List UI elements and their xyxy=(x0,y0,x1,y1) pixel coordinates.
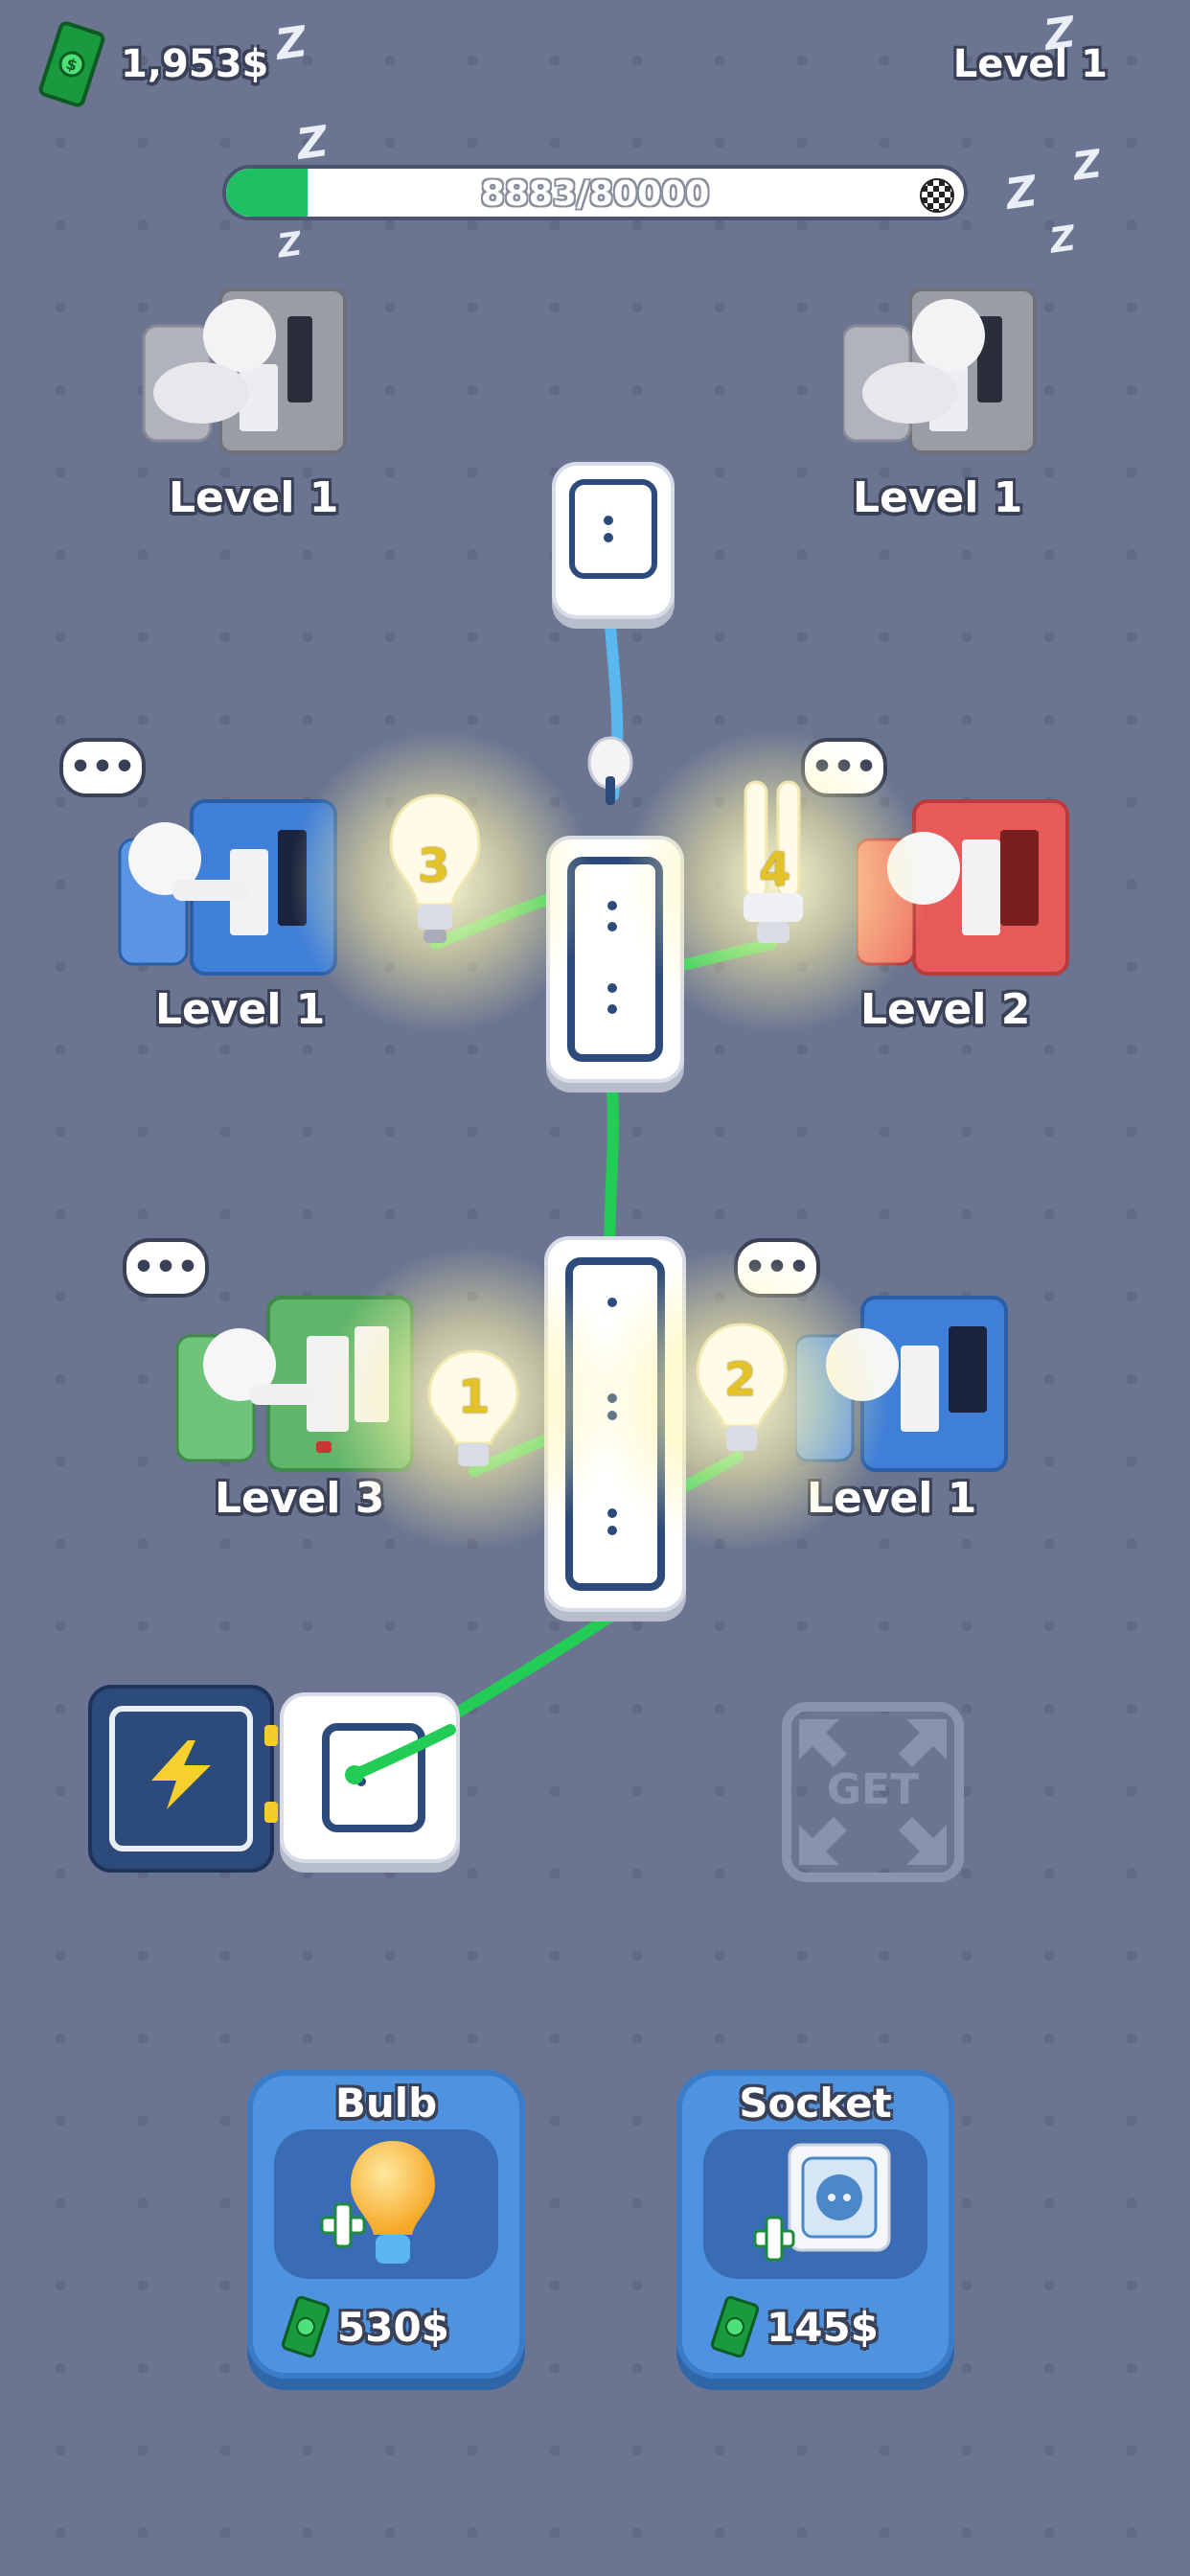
desk-level-label: Level 1 xyxy=(853,473,1023,522)
bulb-icon[interactable] xyxy=(425,1347,521,1472)
socket-price: 145$ xyxy=(767,2303,879,2351)
worker-head-icon xyxy=(203,299,276,372)
worker-head-icon xyxy=(203,1328,276,1401)
speech-bubble-icon: ••• xyxy=(59,738,146,797)
collapse-arrows-icon xyxy=(799,1719,947,1865)
connector-pin xyxy=(264,1725,278,1746)
main-socket[interactable] xyxy=(280,1692,460,1863)
laptop-icon xyxy=(1000,830,1039,926)
desk-level-label: Level 2 xyxy=(860,985,1031,1034)
monitor-icon xyxy=(287,316,312,402)
buy-socket-button[interactable]: Socket 145$ xyxy=(676,2070,954,2379)
power-generator[interactable] xyxy=(88,1685,274,1873)
current-level: Level 1 xyxy=(952,42,1108,86)
speech-bubble-icon: ••• xyxy=(123,1238,209,1298)
desk-level-label: Level 1 xyxy=(155,985,326,1034)
wall-socket[interactable] xyxy=(552,462,675,619)
svg-text:$: $ xyxy=(64,55,80,76)
bulb-number: 3 xyxy=(418,840,450,893)
price-row: 145$ xyxy=(711,2296,879,2358)
desk-level-label: Level 1 xyxy=(169,473,339,522)
bulb-number: 1 xyxy=(458,1370,491,1424)
worker-head-icon xyxy=(912,299,985,372)
progress-text: 8883/80000 xyxy=(480,174,710,214)
worker-head-icon xyxy=(128,822,201,895)
shop-title: Socket xyxy=(739,2080,892,2127)
bulb-plus-icon xyxy=(320,2141,435,2264)
bulb-price: 530$ xyxy=(337,2303,449,2351)
price-row: 530$ xyxy=(282,2296,449,2358)
connector-pin xyxy=(264,1802,278,1823)
plug-icon xyxy=(587,736,633,805)
shop-icon-panel xyxy=(274,2129,498,2279)
cash-icon xyxy=(282,2296,330,2358)
bulb-number: 4 xyxy=(759,843,791,897)
laptop-icon xyxy=(949,1326,987,1413)
bulb-icon[interactable] xyxy=(387,792,483,954)
bulb-number: 2 xyxy=(724,1353,757,1407)
cash-icon: $ xyxy=(38,21,105,107)
progress-fill xyxy=(226,169,309,217)
cfl-bulb-icon[interactable] xyxy=(740,778,807,951)
desk-sleeping-2[interactable] xyxy=(843,278,1064,470)
level-progress-bar: 8883/80000 xyxy=(222,165,968,220)
money-amount: 1,953$ xyxy=(121,42,269,86)
shop-icon-panel xyxy=(703,2129,927,2279)
desk-sleeping-1[interactable] xyxy=(134,278,355,470)
bulb-icon[interactable] xyxy=(694,1321,790,1464)
buy-bulb-button[interactable]: Bulb 530$ xyxy=(247,2070,525,2379)
cash-icon xyxy=(711,2296,759,2358)
socket-plus-icon xyxy=(753,2143,891,2262)
get-reward-button[interactable]: GET xyxy=(782,1702,964,1882)
lightning-icon xyxy=(151,1740,211,1809)
get-label: GET xyxy=(826,1765,920,1814)
shop-title: Bulb xyxy=(334,2080,438,2127)
bulb-glow xyxy=(623,728,929,1035)
finish-flag-icon xyxy=(920,178,954,213)
money-display: $ 1,953$ xyxy=(38,21,268,107)
